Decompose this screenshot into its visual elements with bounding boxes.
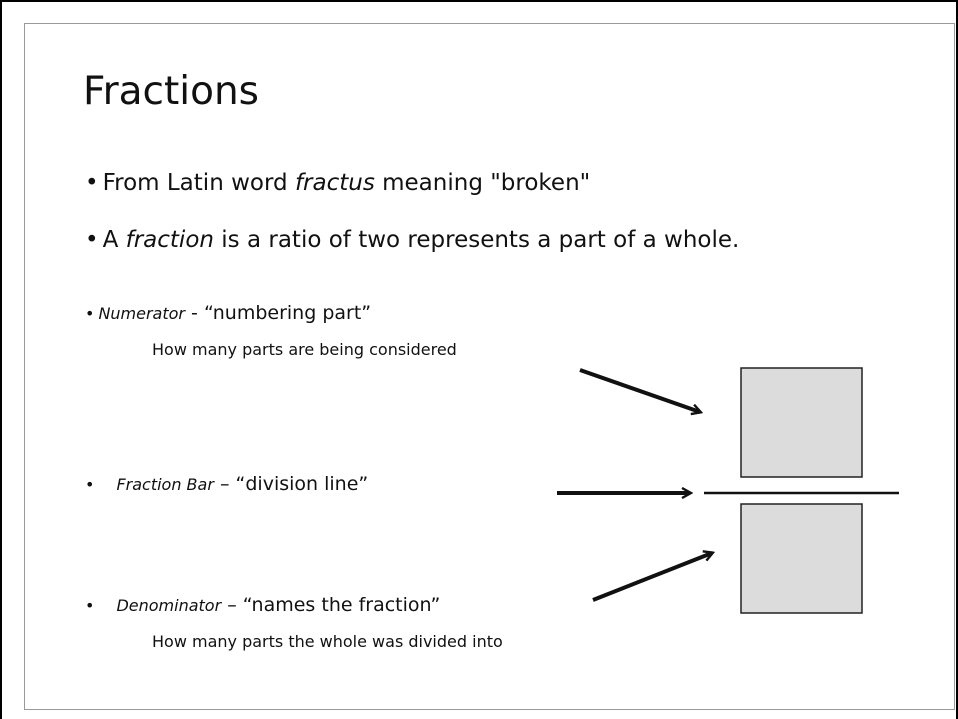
numerator-arrow <box>579 368 700 412</box>
denominator-box <box>740 503 863 614</box>
fraction-bar-separator: – <box>213 473 236 495</box>
bullet-dot: • <box>85 170 99 196</box>
bullet-text-start: From Latin word <box>102 170 295 196</box>
bullet-denominator: • Denominator – “names the fraction” <box>85 596 440 615</box>
denominator-meaning: “names the fraction” <box>242 594 441 616</box>
denominator-arrow <box>592 553 712 602</box>
numerator-meaning: “numbering part” <box>203 302 372 324</box>
denominator-term: Denominator <box>116 596 222 615</box>
numerator-separator: - <box>185 302 204 324</box>
bullet-numerator: •Numerator - “numbering part” <box>85 304 371 323</box>
numerator-box <box>740 367 863 478</box>
bullet-dot: • <box>85 596 95 615</box>
bullet-dot: • <box>85 475 95 494</box>
bullet-text-end: meaning "broken" <box>374 170 591 196</box>
bullet-text-start: A <box>102 227 126 253</box>
bullet-dot: • <box>85 304 95 323</box>
denominator-detail: How many parts the whole was divided int… <box>152 632 503 651</box>
bullet-emphasis: fraction <box>125 227 214 253</box>
bullet-fraction-definition: •A fraction is a ratio of two represents… <box>85 229 739 252</box>
content-box <box>24 23 955 710</box>
bullet-emphasis: fractus <box>294 170 375 196</box>
denominator-separator: – <box>221 594 243 616</box>
numerator-term: Numerator <box>98 304 185 323</box>
bullet-fraction-bar: • Fraction Bar – “division line” <box>85 475 368 494</box>
bullet-text-end: is a ratio of two represents a part of a… <box>213 227 740 253</box>
slide-title: Fractions <box>83 69 259 114</box>
bullet-latin-origin: •From Latin word fractus meaning "broken… <box>85 172 590 195</box>
fraction-bar-term: Fraction Bar <box>116 475 214 494</box>
bullet-dot: • <box>85 227 99 253</box>
numerator-detail: How many parts are being considered <box>152 340 457 359</box>
fraction-bar-meaning: “division line” <box>235 473 369 495</box>
